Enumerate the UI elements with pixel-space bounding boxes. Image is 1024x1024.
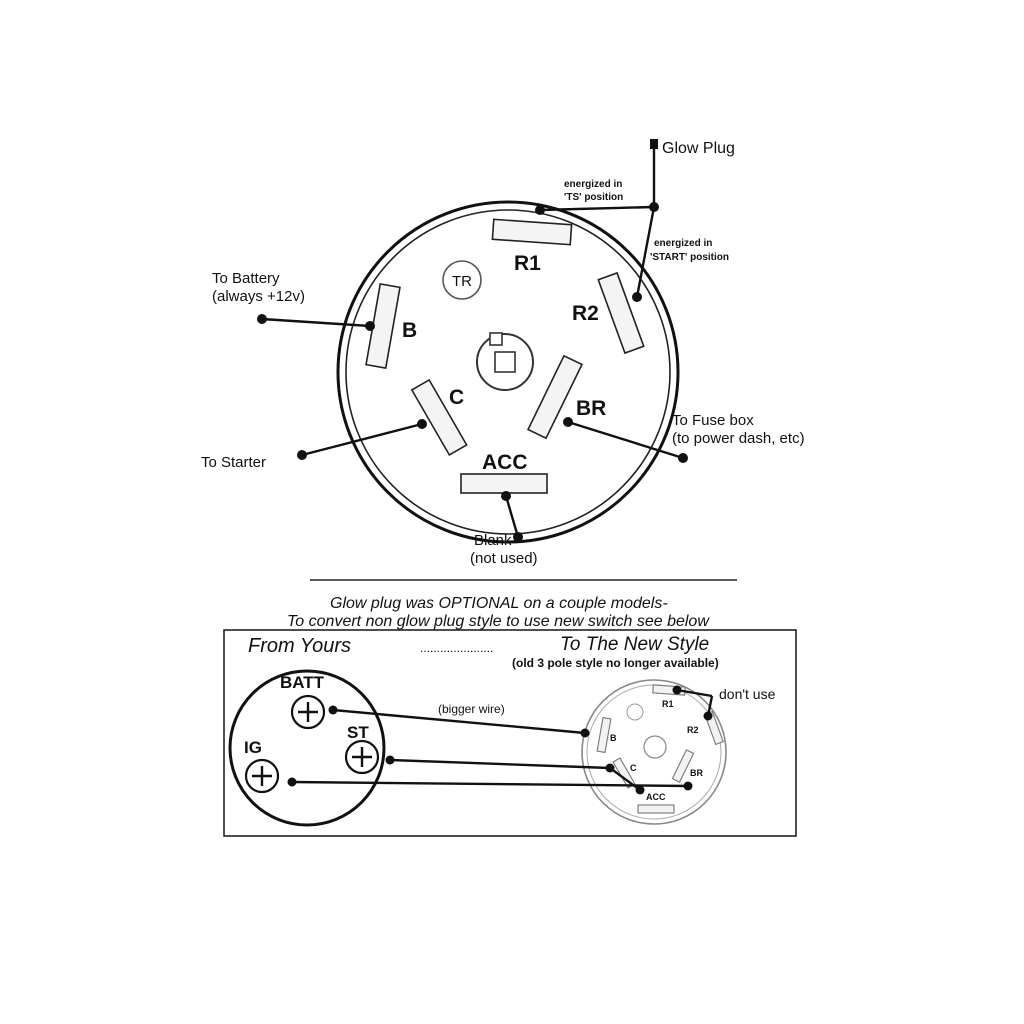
fuse-end-dot — [678, 453, 688, 463]
new-label-r1: R1 — [662, 699, 674, 709]
switch-inner-ring — [345, 209, 671, 535]
br-connection-dot — [563, 417, 573, 427]
pin-acc — [460, 473, 548, 494]
dont-use-r1-dot — [672, 685, 682, 695]
terminal-label-acc: ACC — [482, 451, 528, 474]
center-key-hub — [476, 332, 534, 391]
terminal-label-c: C — [449, 386, 464, 409]
battery-label-line1: To Battery — [212, 270, 280, 287]
new-switch: R1 R2 B C BR ACC — [581, 679, 727, 825]
conversion-box: From Yours ...................... To The… — [223, 629, 797, 837]
new-style-title: To The New Style — [560, 634, 709, 655]
glow-plug-marker — [650, 139, 658, 149]
acc-connection-dot — [501, 491, 511, 501]
energized-ts-line1: energized in — [564, 179, 622, 190]
new-label-br: BR — [690, 768, 703, 778]
tr-logo-text: TR — [452, 273, 472, 290]
blank-label-line2: (not used) — [470, 550, 538, 567]
new-style-subtitle: (old 3 pole style no longer available) — [512, 656, 719, 670]
note-line2: To convert non glow plug style to use ne… — [287, 613, 710, 630]
new-switch-hub — [643, 735, 667, 759]
r1-connection-dot — [535, 205, 545, 215]
energized-ts-line2: 'TS' position — [564, 192, 623, 203]
ig-wire-start-dot — [287, 777, 297, 787]
callout-wires — [257, 139, 688, 542]
main-switch: TR R1 R2 B C BR ACC — [336, 200, 680, 544]
battery-label-line2: (always +12v) — [212, 288, 305, 305]
terminal-label-b: B — [402, 319, 417, 342]
fuse-label-line1: To Fuse box — [672, 412, 754, 429]
new-label-b: B — [610, 733, 617, 743]
pin-r2 — [597, 271, 645, 355]
ig-label: IG — [244, 738, 262, 757]
dont-use-r2-dot — [703, 711, 713, 721]
from-yours-title: From Yours — [248, 635, 351, 657]
pin-c — [410, 378, 468, 457]
batt-wire-end-dot — [580, 728, 590, 738]
starter-label: To Starter — [201, 454, 266, 471]
new-label-c: C — [630, 763, 637, 773]
old-switch: BATT ST IG — [228, 669, 386, 827]
starter-end-dot — [297, 450, 307, 460]
terminal-label-r2: R2 — [572, 302, 599, 325]
energized-start-line2: 'START' position — [650, 252, 729, 263]
bigger-wire-label: (bigger wire) — [438, 702, 505, 716]
blank-label-line1: Blank — [474, 532, 512, 549]
pin-r1 — [491, 218, 573, 246]
ig-wire-end-dot — [683, 781, 693, 791]
glow-plug-label: Glow Plug — [662, 140, 735, 157]
c-connection-dot — [417, 419, 427, 429]
dont-use-label: don't use — [719, 686, 776, 702]
blank-end-dot — [513, 532, 523, 542]
terminal-label-br: BR — [576, 397, 606, 420]
new-pin-b — [596, 716, 612, 754]
fuse-label-line2: (to power dash, etc) — [672, 430, 805, 447]
new-label-acc: ACC — [646, 792, 666, 802]
conversion-wires — [287, 685, 714, 795]
st-wire-start-dot — [385, 755, 395, 765]
new-pin-acc — [637, 804, 675, 814]
new-switch-logo — [626, 703, 644, 721]
battery-end-dot — [257, 314, 267, 324]
new-label-r2: R2 — [687, 725, 699, 735]
st-wire-c-dot — [635, 785, 645, 795]
b-connection-dot — [365, 321, 375, 331]
note-line1: Glow plug was OPTIONAL on a couple model… — [330, 595, 668, 612]
new-pin-br — [671, 749, 695, 783]
st-wire-end-dot — [605, 763, 615, 773]
st-label: ST — [347, 723, 369, 742]
batt-wire-start-dot — [328, 705, 338, 715]
batt-label: BATT — [280, 673, 325, 692]
energized-start-line1: energized in — [654, 238, 712, 249]
title-dots: ...................... — [420, 641, 493, 655]
r2-connection-dot — [632, 292, 642, 302]
junction-dot — [649, 202, 659, 212]
terminal-label-r1: R1 — [514, 252, 541, 275]
tr-logo: TR — [442, 260, 482, 300]
pin-br — [526, 354, 584, 440]
